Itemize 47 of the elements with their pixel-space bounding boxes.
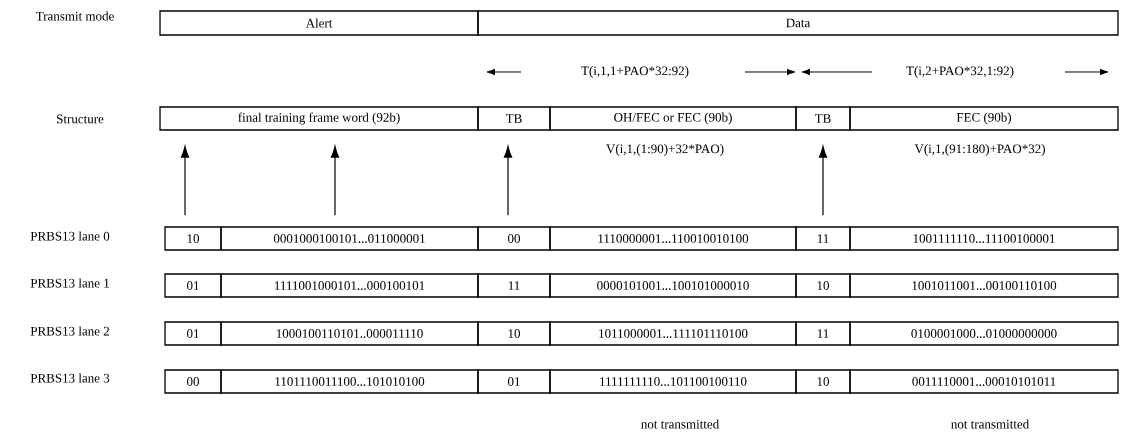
span-label: T(i,1,1+PAO*32:92) <box>581 66 689 78</box>
row-label: PRBS13 lane 0 <box>30 231 110 241</box>
bit-cell: 10 <box>164 226 222 251</box>
bit-cell: 1110000001...110010010100 <box>549 226 797 251</box>
bit-cell: 11 <box>795 321 851 346</box>
bit-cell: 11 <box>795 226 851 251</box>
bit-cell: 01 <box>164 273 222 298</box>
bit-cell: 00 <box>164 369 222 394</box>
bit-cell: 0001000100101...011000001 <box>220 226 479 251</box>
row-label: Transmit mode <box>35 11 114 21</box>
bit-cell: 0000101001...100101000010 <box>549 273 797 298</box>
note: not transmitted <box>951 419 1030 429</box>
bit-cell: 1011000001...111101110100 <box>549 321 797 346</box>
bit-cell: 11 <box>477 273 551 298</box>
bit-cell: 1001011001...00100110100 <box>849 273 1119 298</box>
bit-cell: 0100001000...01000000000 <box>849 321 1119 346</box>
header-cell: Alert <box>159 10 479 36</box>
field-cell: OH/FEC or FEC (90b) <box>549 106 797 131</box>
bit-cell: 10 <box>795 369 851 394</box>
field-cell: FEC (90b) <box>849 106 1119 131</box>
bit-cell: 1001111110...11100100001 <box>849 226 1119 251</box>
arrow <box>818 145 828 216</box>
bit-cell: 0011110001...00010101011 <box>849 369 1119 394</box>
row-label: PRBS13 lane 2 <box>30 326 110 336</box>
row-label: PRBS13 lane 1 <box>30 278 109 288</box>
arrow <box>330 145 340 216</box>
bit-cell: 10 <box>795 273 851 298</box>
bit-cell: 10 <box>477 321 551 346</box>
header-cell: Data <box>477 10 1119 36</box>
span-label: T(i,2+PAO*32,1:92) <box>906 66 1014 78</box>
bit-cell: 01 <box>164 321 222 346</box>
field-cell: TB <box>477 106 551 131</box>
bit-range-label: V(i,1,(1:90)+32*PAO) <box>606 144 724 156</box>
bit-cell: 01 <box>477 369 551 394</box>
bit-range-label: V(i,1,(91:180)+PAO*32) <box>914 144 1045 156</box>
bit-cell: 1111111110...101100100110 <box>549 369 797 394</box>
bit-cell: 1101110011100...101010100 <box>220 369 479 394</box>
field-cell: final training frame word (92b) <box>159 106 479 131</box>
bit-cell: 00 <box>477 226 551 251</box>
arrow <box>180 145 190 216</box>
bit-cell: 1000100110101..000011110 <box>220 321 479 346</box>
arrow <box>503 145 513 216</box>
bit-cell: 1111001000101...000100101 <box>220 273 479 298</box>
note: not transmitted <box>641 419 720 429</box>
row-label: Structure <box>57 114 104 124</box>
field-cell: TB <box>795 106 851 131</box>
row-label: PRBS13 lane 3 <box>30 373 110 383</box>
